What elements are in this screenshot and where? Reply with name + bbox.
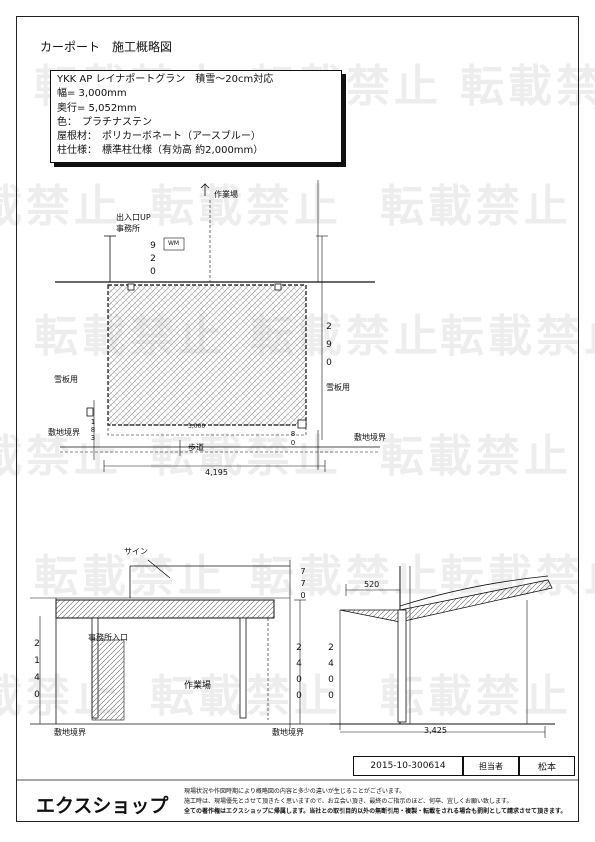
plan-bottom-dim: 4,195	[205, 468, 228, 477]
meter-left-label: 雪板用	[54, 375, 78, 384]
footer-note-2: 施工時は、現場優先とさせて頂きたく思いますので、お立会い頂き、最終のご指示のほど…	[184, 798, 513, 805]
person-label: 担当者	[463, 756, 519, 776]
boundary-right-elev: 敷地境界	[272, 728, 304, 737]
wm-label: WM	[168, 240, 180, 247]
workshop-elev-label: 作業場	[184, 681, 212, 691]
inner-dim: 3,000	[188, 423, 206, 430]
office-label: 事務所	[116, 224, 140, 233]
sidewalk-label: 歩道	[188, 443, 204, 452]
doc-number: 2015-10-300614	[353, 756, 463, 776]
boundary-left-plan: 敷地境界	[48, 428, 80, 437]
spec-depth: 奥行= 5,052mm	[57, 102, 137, 114]
footer-note-3: 全ての著作権はエクスショップに帰属します。当社との取引目的以外の無断引用・複製・…	[184, 808, 567, 815]
person-name: 松本	[519, 756, 575, 776]
workshop-label: 作業場	[214, 190, 238, 199]
company-logo: エクスショップ	[36, 795, 169, 817]
entrance-label: 出入口UP	[116, 213, 151, 222]
spec-width: 幅= 3,000mm	[57, 88, 127, 100]
spec-product: YKK AP レイナポートグラン 積雪～20cm対応	[57, 74, 274, 85]
sign-label: サイン	[124, 547, 148, 556]
spec-color: 色： プラチナステン	[57, 116, 152, 128]
front-elevation	[30, 559, 380, 728]
plan-view	[55, 180, 380, 472]
footer-note-1: 現場状況や作図時期により概略図の内容と多少の違いが生じることがございます。	[184, 788, 406, 795]
side-top-dim: 520	[364, 580, 380, 589]
office-entrance-label: 事務所入口	[88, 633, 128, 642]
spec-roof: 屋根材： ポリカーボネート（アースブルー）	[57, 131, 261, 143]
spec-pillar: 柱仕様： 標準柱仕様（有効高 約2,000mm）	[57, 145, 264, 157]
side-bottom-dim: 3,425	[424, 726, 447, 735]
side-elevation	[330, 566, 555, 738]
spec-box: YKK AP レイナポートグラン 積雪～20cm対応 幅= 3,000mm 奥行…	[50, 70, 342, 163]
meter-right-label: 雪板用	[326, 383, 350, 392]
boundary-right-plan: 敷地境界	[354, 433, 386, 442]
page-title: カーポート 施工概略図	[40, 40, 173, 54]
drawing-frame	[16, 16, 579, 822]
boundary-left-elev: 敷地境界	[54, 728, 86, 737]
